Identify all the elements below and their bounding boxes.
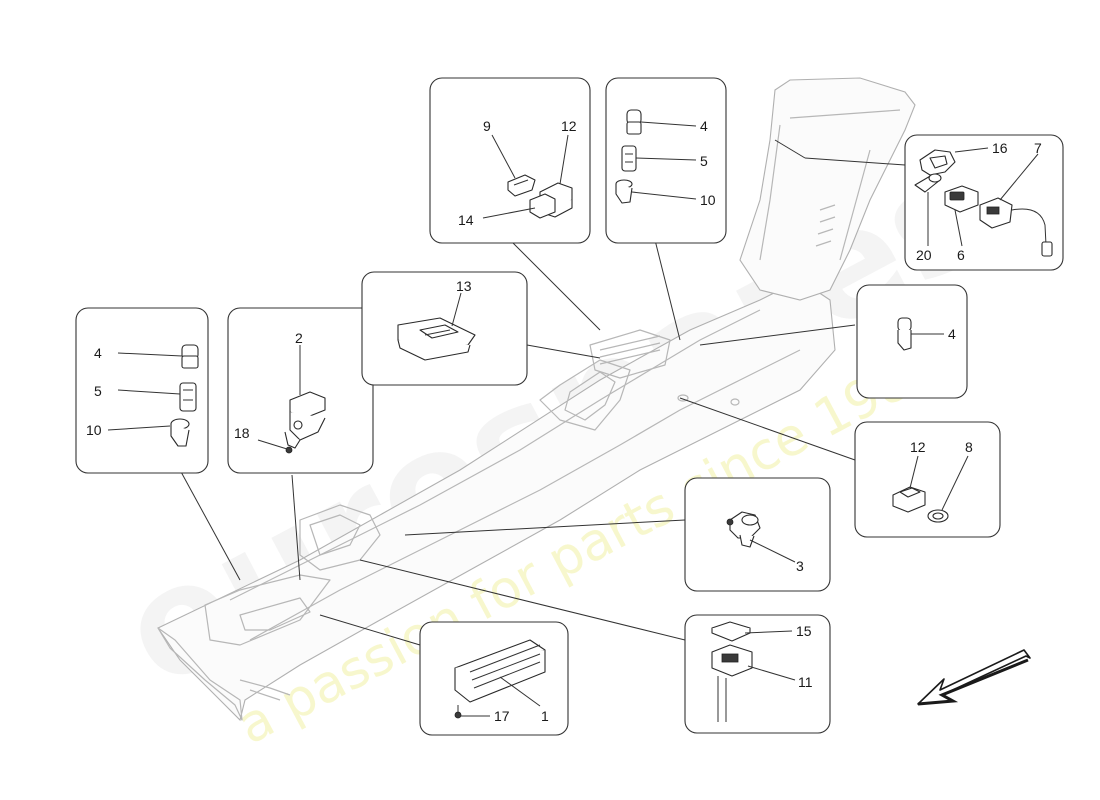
callout-box-13: 13 [361,271,528,386]
part-4-cap-icon-right [897,317,912,351]
label-4: 4 [94,345,102,361]
label-3: 3 [796,558,804,574]
label-18: 18 [234,425,250,441]
callout-box-3: 3 [684,477,831,592]
part-11-usb-socket-icon [711,644,753,722]
label-16: 16 [992,140,1008,156]
callout-box-4-right: 4 [856,284,968,399]
label-15: 15 [796,623,812,639]
part-1-switch-panel-icon [454,639,546,703]
part-8-ring-icon [927,509,949,523]
part-10-socket-icon-top [615,179,633,204]
label-17: 17 [494,708,510,724]
label-8: 8 [965,439,973,455]
callout-box-15-11: 15 11 [684,614,831,734]
callout-box-rear: 16 7 20 6 [904,134,1064,271]
label-14: 14 [458,212,474,228]
label-1: 1 [541,708,549,724]
part-3-socket-icon [726,511,761,548]
part-15-cover-icon [711,621,751,642]
callout-box-left: 4 5 10 [75,307,209,474]
part-4-cap-icon-top [626,109,642,135]
label-5-top: 5 [700,153,708,169]
label-12-right: 12 [910,439,926,455]
part-5-sleeve-icon-top [621,145,637,172]
callout-box-switch: 2 18 [227,307,374,474]
part-13-switch-panel-icon [397,317,476,361]
label-6: 6 [957,247,965,263]
part-10-socket-icon [170,418,190,447]
part-16-clip-icon [919,149,956,176]
label-20: 20 [916,247,932,263]
label-4-top: 4 [700,118,708,134]
part-12-switch-block-icon [529,182,573,219]
label-12: 12 [561,118,577,134]
label-13: 13 [456,278,472,294]
part-18-screw-icon [285,446,293,454]
direction-arrow-icon [917,649,1031,706]
part-4-cap-icon [181,344,199,369]
center-console [157,77,916,722]
label-9: 9 [483,118,491,134]
leader-lines [179,139,906,646]
label-7: 7 [1034,140,1042,156]
callout-box-12-8: 12 8 [854,421,1001,538]
callout-box-1: 17 1 [419,621,569,736]
part-6-socket-icon [944,185,979,213]
label-10: 10 [86,422,102,438]
label-2: 2 [295,330,303,346]
part-17-screw-icon [454,705,462,719]
label-10-top: 10 [700,192,716,208]
callout-box-top2: 4 5 10 [605,77,727,244]
part-2-switch-icon [284,391,326,449]
callout-box-top1: 9 12 14 [429,77,591,244]
part-5-sleeve-icon [179,382,197,412]
part-20-lighter-icon [914,173,942,193]
part-9-switch-icon [507,174,536,197]
label-5: 5 [94,383,102,399]
part-7-usb-cable-icon [979,197,1053,257]
label-11: 11 [798,674,813,690]
label-4-right: 4 [948,326,956,342]
